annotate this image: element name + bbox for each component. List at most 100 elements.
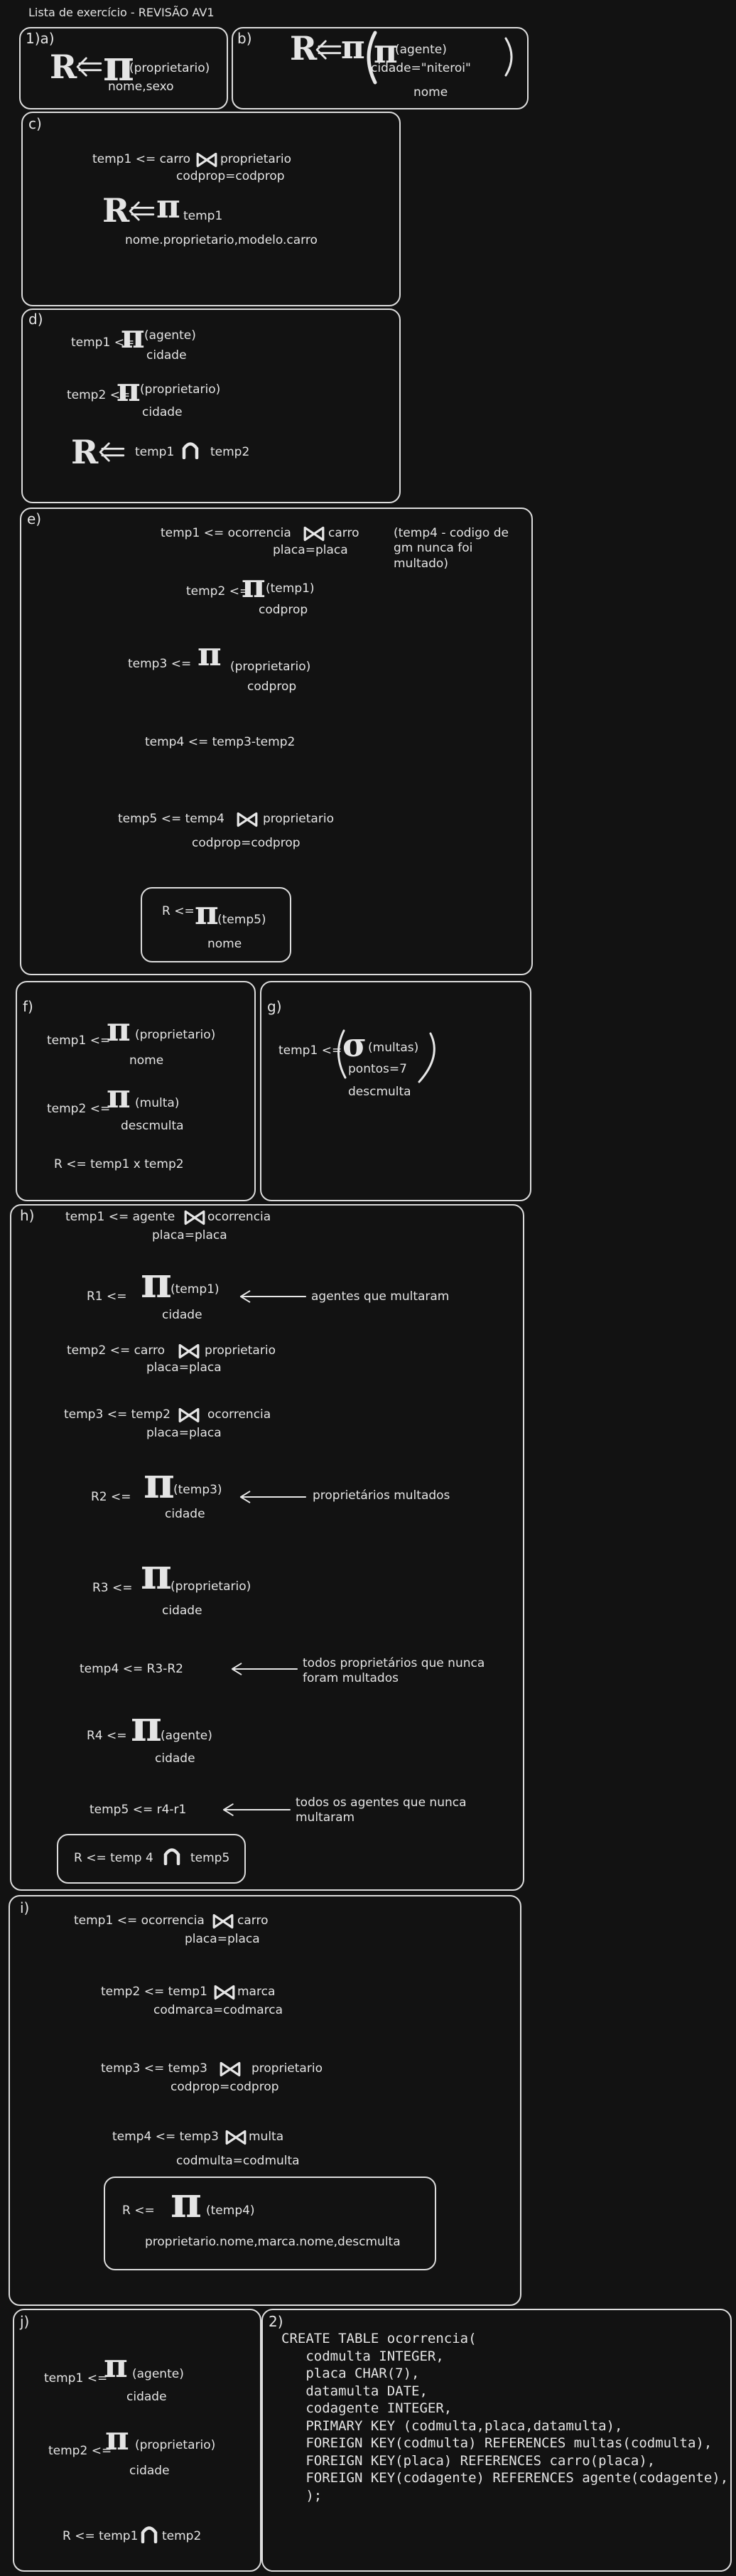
projection-attrs: cidade xyxy=(146,348,187,363)
assignment-line: temp3 <= temp3 xyxy=(101,2061,207,2076)
question-2-label: 2) xyxy=(269,2313,283,2330)
assignment-line: R <= temp1 x temp2 xyxy=(54,1157,184,1171)
intersection-icon xyxy=(163,1847,180,1865)
question-1a-box xyxy=(19,27,228,109)
assign-arrow-icon xyxy=(315,40,342,60)
question-h-box xyxy=(10,1204,524,1891)
projection-pi-icon: π xyxy=(107,1077,131,1115)
paren-icon xyxy=(367,31,513,85)
projection-attrs: cidade xyxy=(162,1308,202,1322)
projection-pi-icon: π xyxy=(242,567,266,605)
question-2-box xyxy=(261,2309,732,2572)
projection-pi-icon: π xyxy=(104,2346,128,2385)
projection-attrs: nome xyxy=(129,1053,164,1068)
projection-attrs: cidade xyxy=(165,1507,205,1521)
relation-name: (agente) xyxy=(144,328,196,343)
question-g-box xyxy=(260,981,531,1201)
result-r: R xyxy=(290,29,318,68)
projection-attrs: cidade xyxy=(129,2464,170,2478)
annotation-text: proprietários multados xyxy=(313,1488,450,1503)
projection-pi-icon: π xyxy=(121,317,145,355)
assignment-line: temp2 <= temp1 xyxy=(101,1985,207,1999)
join-condition: placa=placa xyxy=(146,1361,222,1375)
projection-attrs: nome xyxy=(413,85,448,100)
natural-join-icon xyxy=(212,1913,234,1930)
join-condition: codmarca=codmarca xyxy=(153,2003,283,2017)
projection-pi-icon: π xyxy=(117,370,141,409)
relation-name: temp2 xyxy=(162,2529,202,2543)
question-i-box xyxy=(9,1895,521,2306)
question-f-box xyxy=(16,981,256,1201)
projection-pi-icon: π xyxy=(171,2178,202,2228)
relation-name: marca xyxy=(237,1985,276,1999)
assignment-line: temp2 <= carro xyxy=(67,1343,166,1358)
pointer-arrow-icon xyxy=(230,1662,298,1676)
join-condition: placa=placa xyxy=(273,543,348,557)
question-e-label: e) xyxy=(27,510,42,527)
intersection-icon xyxy=(182,441,199,459)
sql-create-table: CREATE TABLE ocorrencia( codmulta INTEGE… xyxy=(281,2331,729,2503)
assignment-line: temp2 <= xyxy=(186,584,250,599)
relation-name: temp5 xyxy=(190,1851,230,1865)
projection-pi-icon: π xyxy=(103,41,134,91)
relation-name: multa xyxy=(249,2130,284,2144)
assignment-line: R <= temp1 xyxy=(63,2529,139,2543)
relation-name: temp1 xyxy=(183,209,223,223)
relation-name: (agente) xyxy=(161,1729,212,1743)
question-1b-box xyxy=(232,27,529,109)
question-e-box xyxy=(20,508,533,975)
join-condition: codprop=codprop xyxy=(176,169,285,183)
relation-name: (agente) xyxy=(395,43,447,57)
result-box xyxy=(104,2177,436,2270)
question-c-box xyxy=(21,112,401,306)
projection-pi-icon: π xyxy=(141,1550,172,1599)
relation-name: (proprietario) xyxy=(135,1028,216,1042)
pointer-arrow-icon xyxy=(222,1803,291,1817)
assignment-line: R2 <= xyxy=(91,1490,131,1504)
relation-name: (proprietario) xyxy=(171,1579,251,1594)
relation-name: carro xyxy=(237,1914,269,1928)
pointer-arrow-icon xyxy=(239,1490,307,1504)
assignment-line: R <= xyxy=(122,2204,155,2218)
selection-condition: pontos=7 xyxy=(348,1062,407,1076)
relation-name: proprietario xyxy=(251,2061,323,2076)
projection-attrs: cidade xyxy=(155,1751,195,1766)
projection-pi-icon: π xyxy=(195,893,219,932)
paren-icon xyxy=(337,1029,435,1083)
assignment-line: temp2 <= xyxy=(47,1102,111,1116)
projection-pi-icon: π xyxy=(107,1010,131,1048)
projection-attrs: codprop xyxy=(259,603,308,617)
projection-pi-icon: π xyxy=(197,635,222,673)
result-r: R xyxy=(50,48,77,86)
join-condition: codprop=codprop xyxy=(192,836,301,850)
question-j-label: j) xyxy=(20,2313,30,2330)
assignment-line: temp4 <= temp3-temp2 xyxy=(145,735,296,749)
relation-name: (temp3) xyxy=(173,1483,222,1497)
annotation-text: todos os agentes que nunca multaram xyxy=(296,1796,467,1825)
assignment-line: temp1 <= xyxy=(71,336,135,350)
relation-name: (temp4) xyxy=(206,2204,255,2218)
projection-attrs: nome xyxy=(207,937,242,951)
relation-name: proprietario xyxy=(205,1343,276,1358)
projection-attrs: nome,sexo xyxy=(108,80,174,94)
result-r: R xyxy=(102,191,130,230)
projection-pi-icon: π xyxy=(341,28,365,66)
natural-join-icon xyxy=(303,525,325,542)
join-condition: placa=placa xyxy=(185,1932,260,1946)
question-d-box xyxy=(21,308,401,503)
assignment-line: temp1 <= ocorrencia xyxy=(74,1914,205,1928)
assignment-line: R <= xyxy=(162,904,195,918)
join-condition: codmulta=codmulta xyxy=(176,2154,300,2168)
assignment-line: temp4 <= R3-R2 xyxy=(80,1662,183,1676)
relation-name: (proprietario) xyxy=(230,660,311,674)
page-title: Lista de exercício - REVISÃO AV1 xyxy=(28,6,215,19)
relation-name: proprietario xyxy=(263,812,334,826)
assignment-line: R3 <= xyxy=(92,1581,133,1595)
projection-attrs: descmulta xyxy=(348,1085,411,1099)
relation-name: (proprietario) xyxy=(135,2438,216,2452)
question-1b-label: b) xyxy=(237,30,252,47)
question-f-label: f) xyxy=(23,998,33,1015)
question-d-label: d) xyxy=(28,311,43,328)
join-condition: placa=placa xyxy=(146,1426,222,1440)
assignment-line: temp5 <= r4-r1 xyxy=(90,1803,187,1817)
